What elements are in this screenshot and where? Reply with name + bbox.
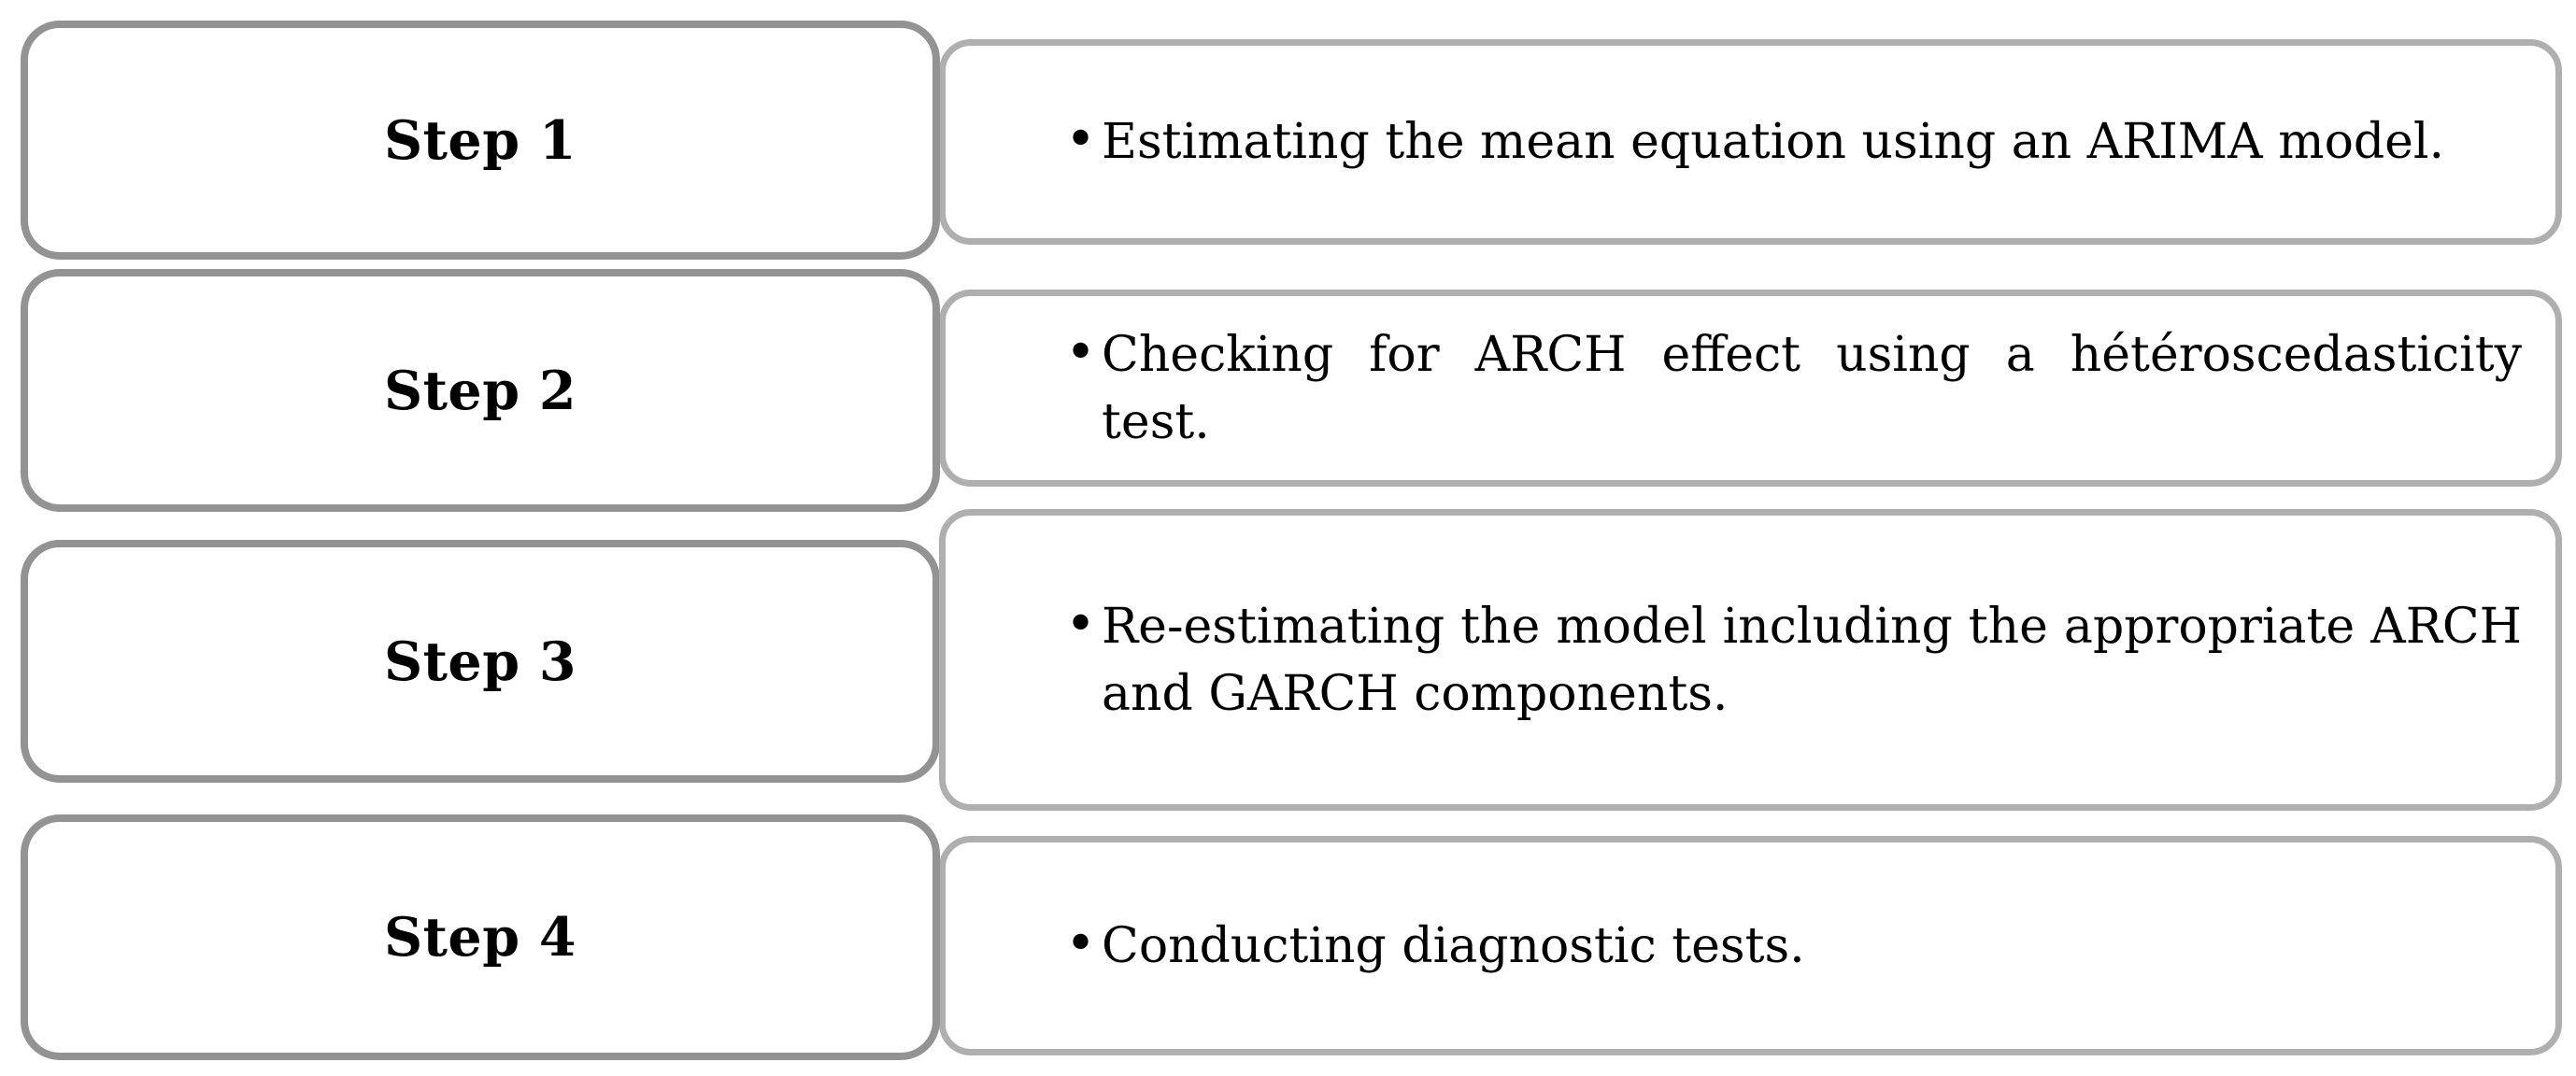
description-inner-3: • Re-estimating the model including the … bbox=[946, 593, 2555, 728]
bullet-dot-icon: • bbox=[1065, 593, 1097, 655]
description-inner-4: • Conducting diagnostic tests. bbox=[946, 913, 2555, 980]
bullet-dot-icon: • bbox=[1065, 913, 1097, 974]
description-text-step-1: Estimating the mean equation using an AR… bbox=[1102, 114, 2445, 170]
description-text-step-4: Conducting diagnostic tests. bbox=[1102, 917, 1805, 974]
step-label-1: Step 1 bbox=[383, 108, 577, 172]
step-box-3: Step 3 bbox=[21, 540, 940, 783]
description-box-step-4: • Conducting diagnostic tests. bbox=[939, 836, 2562, 1055]
step-box-2: Step 2 bbox=[21, 269, 940, 512]
step-label-2: Step 2 bbox=[383, 359, 577, 422]
description-box-step-3: • Re-estimating the model including the … bbox=[939, 509, 2562, 811]
description-box-step-1: • Estimating the mean equation using an … bbox=[939, 39, 2562, 245]
step-label-4: Step 4 bbox=[383, 906, 577, 969]
description-box-step-2: • Checking for ARCH effect using a hétér… bbox=[939, 290, 2562, 487]
description-inner-1: • Estimating the mean equation using an … bbox=[946, 108, 2555, 176]
bullet-dot-icon: • bbox=[1065, 321, 1097, 383]
description-text-step-2: Checking for ARCH effect using a hétéros… bbox=[1102, 326, 2522, 450]
description-inner-2: • Checking for ARCH effect using a hétér… bbox=[946, 321, 2555, 456]
step-box-1: Step 1 bbox=[21, 21, 940, 260]
description-text-step-3: Re-estimating the model including the ap… bbox=[1102, 598, 2522, 722]
step-label-3: Step 3 bbox=[383, 630, 577, 693]
step-box-4: Step 4 bbox=[21, 814, 940, 1060]
bullet-dot-icon: • bbox=[1065, 109, 1097, 170]
